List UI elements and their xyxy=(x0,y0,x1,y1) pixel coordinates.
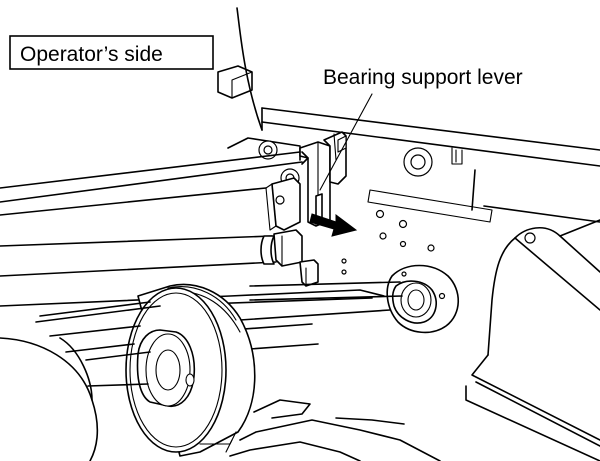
bearing-support-lever xyxy=(265,131,347,231)
direction-arrow xyxy=(309,213,358,237)
paper-roller xyxy=(0,229,385,307)
side-cover-panel xyxy=(217,7,263,131)
drive-pulley xyxy=(125,283,256,457)
operator-side-label-text: Operator’s side xyxy=(20,43,163,66)
frame-plate xyxy=(261,107,600,275)
upper-shaft xyxy=(0,151,309,216)
base-plate xyxy=(229,399,441,461)
bearing-support-lever-label: Bearing support lever xyxy=(323,66,523,89)
label-leader-line xyxy=(319,93,373,191)
operator-side-label-box xyxy=(9,35,214,70)
lower-left-shaft xyxy=(0,301,161,461)
shaft-bearing xyxy=(386,264,460,334)
operator-side-label: Operator’s side xyxy=(9,35,214,70)
right-side-bracket xyxy=(465,219,600,461)
